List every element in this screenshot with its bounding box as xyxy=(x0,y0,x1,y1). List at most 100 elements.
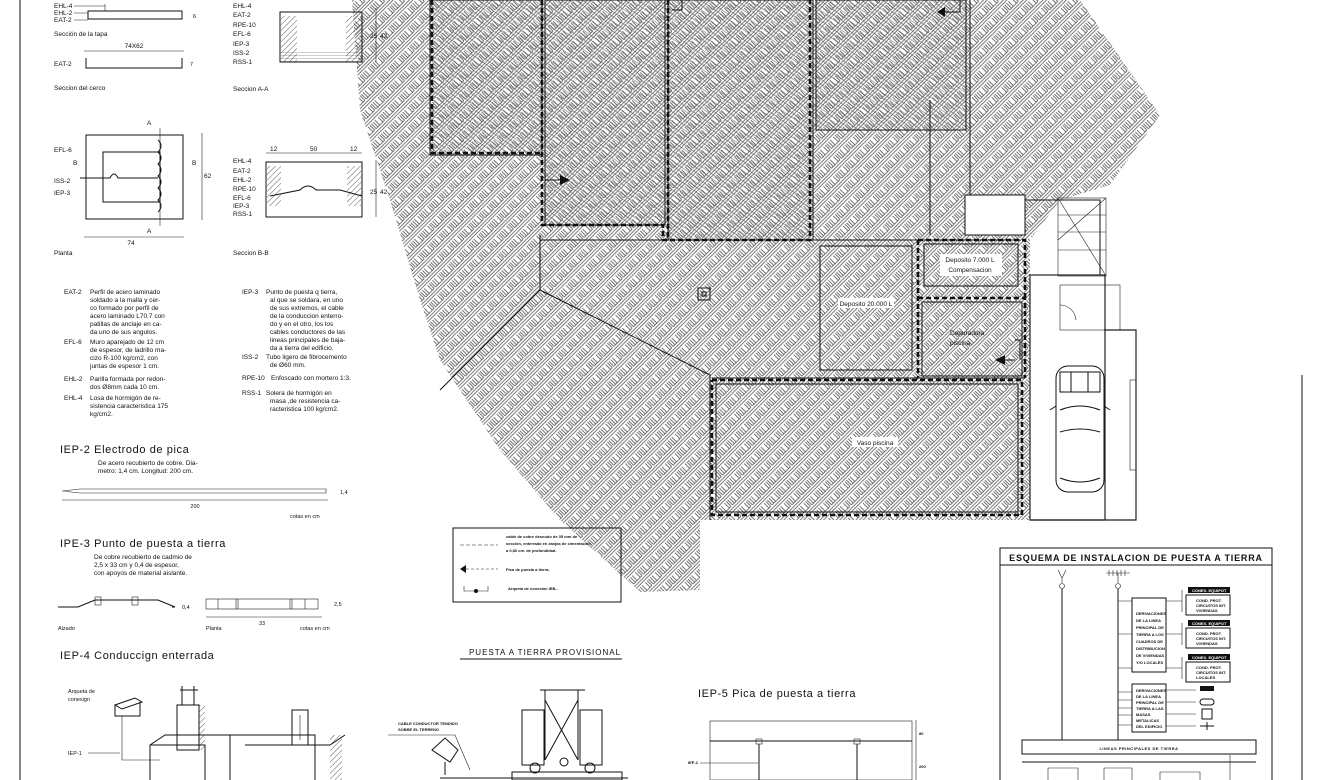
label: IEP-1 xyxy=(68,751,82,757)
note-line: soldado a la malla y cer- xyxy=(90,297,160,304)
room-label-piscina: piscina xyxy=(950,340,971,347)
label: EAT-2 xyxy=(54,61,72,68)
depuradora-room xyxy=(921,301,1023,377)
protection-box: CONEX. EQUIPOT COND. PROT. CIRCUITOS INT… xyxy=(1166,620,1231,649)
label: SOBRE EL TERRENO xyxy=(398,727,439,732)
note-code: IEP-3 xyxy=(242,289,259,296)
schema-text: VIVIENDAS xyxy=(1196,608,1218,613)
section-cut-marker: A xyxy=(147,228,152,235)
note-line: Solera de hormigón en xyxy=(266,390,332,397)
section-cut-marker: B xyxy=(73,160,77,167)
provisional-detail: PUESTA A TIERRA PROVISIONAL CABLE CONDUC… xyxy=(388,648,628,780)
note-line: juntas de espesor 1 cm. xyxy=(89,363,159,370)
schema-text: VIVIENDAS xyxy=(1196,641,1218,646)
building-room xyxy=(544,0,666,226)
note-code: EHL-2 xyxy=(64,376,83,383)
note-line: da uno de sus angulos. xyxy=(90,329,157,336)
derivation-box-dwellings xyxy=(1131,597,1167,673)
note-line: cables conductores de las xyxy=(270,329,346,336)
legend-label: sección, enterrado en zanjas de cimentac… xyxy=(506,541,591,546)
legend-label: Arqueta de conexion IEB-. xyxy=(508,586,558,591)
note-line: al que se soldara, en uno xyxy=(270,297,343,304)
note-line: Tubo ligero de fibrocemento xyxy=(266,354,347,361)
label: CABLE CONDUCTOR TENDIDO xyxy=(398,721,458,726)
note-line: Losa de hormigón de re- xyxy=(90,395,161,402)
ipe3-detail: IPE-3 Punto de puesta a tierra De cobre … xyxy=(58,538,342,632)
label: ISS-2 xyxy=(54,178,71,185)
protection-box: CONEX. EQUIPOT COND. PROT. CIRCUITOS INT… xyxy=(1166,587,1231,616)
note-line: lineas principales de baja- xyxy=(270,337,345,344)
section-title: PUESTA A TIERRA PROVISIONAL xyxy=(469,648,621,657)
section-cut-marker: A xyxy=(147,120,152,127)
section-title: IEP-5 Pica de puesta a tierra xyxy=(698,688,856,700)
notes-left: EAT-2 Perfil de acero laminado soldado a… xyxy=(64,289,168,418)
room-label-depuradora: Depuradora xyxy=(950,330,985,337)
dimension: 2,5 xyxy=(334,602,342,608)
valve-icon xyxy=(1200,722,1214,730)
planta-arqueta xyxy=(85,134,184,220)
schema-text: DE LA LINEA xyxy=(1136,618,1161,623)
dimension: 6 xyxy=(193,14,196,20)
schema-text: CIRCUITOS INT. xyxy=(1196,603,1226,608)
label: IEP-2 xyxy=(688,760,699,765)
car-icon xyxy=(1049,365,1111,493)
note-code: EHL-4 xyxy=(64,395,83,402)
iep5-detail: IEP-5 Pica de puesta a tierra IEP-2 80 2… xyxy=(688,688,926,780)
legend-label: a 0,80 cm. de profundidad. xyxy=(506,548,556,553)
caption: Seccion del cerco xyxy=(54,85,106,92)
note-line: acero laminado L70.7 con xyxy=(90,313,165,320)
protection-box: CONEX. EQUIPOT COND. PROT. CIRCUITOS INT… xyxy=(1166,654,1231,683)
tapa-section xyxy=(87,10,183,20)
dimension: 25 xyxy=(370,189,378,196)
label: EAT-2 xyxy=(54,17,72,24)
caption: Planta xyxy=(206,626,223,632)
legend-label: Pica de puesta a tierra. xyxy=(506,567,550,572)
schema-text: Y/O LOCALES xyxy=(1136,660,1163,665)
caption: Seccion B-B xyxy=(233,250,269,257)
label: RSS-1 xyxy=(233,59,253,66)
note-code: RSS-1 xyxy=(242,390,262,397)
grounding-schema: ESQUEMA DE INSTALACION DE PUESTA A TIERR… xyxy=(999,547,1273,780)
main-ground-line-label: LINEAS PRINCIPALES DE TIERRA xyxy=(1099,746,1178,751)
schema-text: COND. PROT. xyxy=(1196,665,1222,670)
notes-right: IEP-3 Punto de puesta q tierra, al que s… xyxy=(242,289,351,413)
electrode-rod xyxy=(61,488,327,494)
boiler-icon xyxy=(1201,708,1213,720)
deposito-7000-tank xyxy=(923,243,1019,287)
dimension: 12 xyxy=(350,146,358,153)
description: 2,5 x 33 cm y 0,4 de espesor, xyxy=(94,562,179,569)
room-label-vaso-piscina: Vaso piscina xyxy=(857,440,894,447)
label: Arqueta de xyxy=(68,689,95,695)
section-title: IEP-4 Conduccign enterrada xyxy=(60,650,215,662)
seccion-bb xyxy=(265,161,363,218)
caption: Planta xyxy=(54,250,73,257)
section-cut-marker: B xyxy=(192,160,196,167)
label: IEP-3 xyxy=(233,41,250,48)
schema-text: COND. PROT. xyxy=(1196,598,1222,603)
label: EHL-4 xyxy=(233,158,252,165)
note-line: Perfil de acero laminado xyxy=(90,289,160,296)
dimension: 0,4 xyxy=(182,605,190,611)
label: EHL-2 xyxy=(54,10,73,17)
section-title: IEP-2 Electrodo de pica xyxy=(60,444,190,456)
schema-text: DERIVACIONES xyxy=(1136,688,1166,693)
note-line: Parilla formada por redon- xyxy=(90,376,166,383)
arqueta-details: EHL-4 EHL-2 EAT-2 6 Sección de la tapa 7… xyxy=(54,3,388,257)
schema-text: CUADROS DE xyxy=(1136,639,1163,644)
room-label-compensacion: Compensacion xyxy=(948,267,992,274)
schema-text: PRINCIPAL DE xyxy=(1136,625,1164,630)
schema-text: DE VIVIENDAS xyxy=(1136,653,1165,658)
note-line: da a tierra del edificio. xyxy=(270,345,334,352)
schema-text: PRINCIPAL DE xyxy=(1136,700,1164,705)
note-line: sistencia caracteristica 175 xyxy=(90,403,168,410)
note-line: kg/cm2. xyxy=(90,411,113,418)
label: EAT-2 xyxy=(233,168,251,175)
iep2-detail: IEP-2 Electrodo de pica De acero recubie… xyxy=(60,444,348,520)
schema-text: COND. PROT. xyxy=(1196,631,1222,636)
building-room xyxy=(429,0,543,156)
note-line: de espesor, de ladrillo ma- xyxy=(90,347,166,354)
label: IEP-3 xyxy=(54,190,71,197)
antenna-icon xyxy=(1057,569,1067,583)
dimension: 74 xyxy=(127,240,135,247)
schema-text: METALICAS xyxy=(1136,718,1159,723)
